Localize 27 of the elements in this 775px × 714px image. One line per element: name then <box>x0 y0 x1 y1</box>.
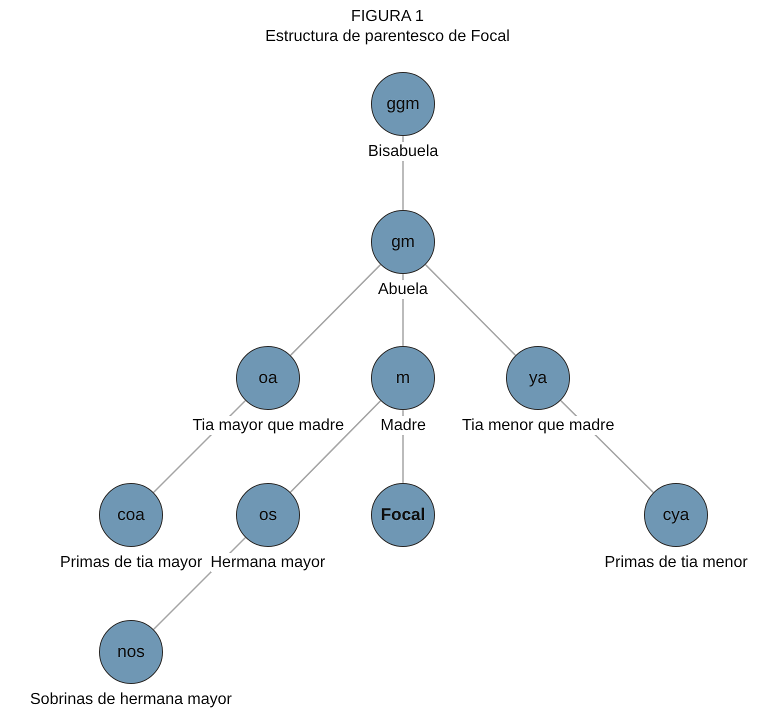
node-label: ya <box>529 368 547 388</box>
node-label: coa <box>117 505 145 525</box>
node-circle <box>371 210 435 274</box>
node-label: cya <box>662 505 690 525</box>
node-caption: Tia mayor que madre <box>192 416 344 435</box>
node-label: gm <box>391 232 415 252</box>
node-caption: Tia menor que madre <box>462 416 614 435</box>
figure-subtitle: Estructura de parentesco de Focal <box>264 28 511 46</box>
node-label: nos <box>117 642 145 662</box>
node-circle <box>236 483 300 547</box>
figure-title: FIGURA 1 <box>350 8 425 26</box>
connector-line <box>290 400 382 493</box>
node-caption: Primas de tia mayor <box>60 553 202 572</box>
node-circle <box>236 346 300 410</box>
node-label: Focal <box>380 505 426 525</box>
node-label: m <box>396 368 410 388</box>
node-caption: Bisabuela <box>368 142 438 161</box>
node-caption: Abuela <box>378 280 428 299</box>
connector-line <box>290 264 381 356</box>
node-label: os <box>259 505 277 525</box>
node-circle <box>506 346 570 410</box>
node-label: ggm <box>386 94 420 114</box>
node-caption: Madre <box>380 416 426 435</box>
node-label: oa <box>258 368 278 388</box>
node-caption: Hermana mayor <box>210 553 326 572</box>
connector-line <box>425 264 516 356</box>
node-caption: Sobrinas de hermana mayor <box>30 690 232 709</box>
